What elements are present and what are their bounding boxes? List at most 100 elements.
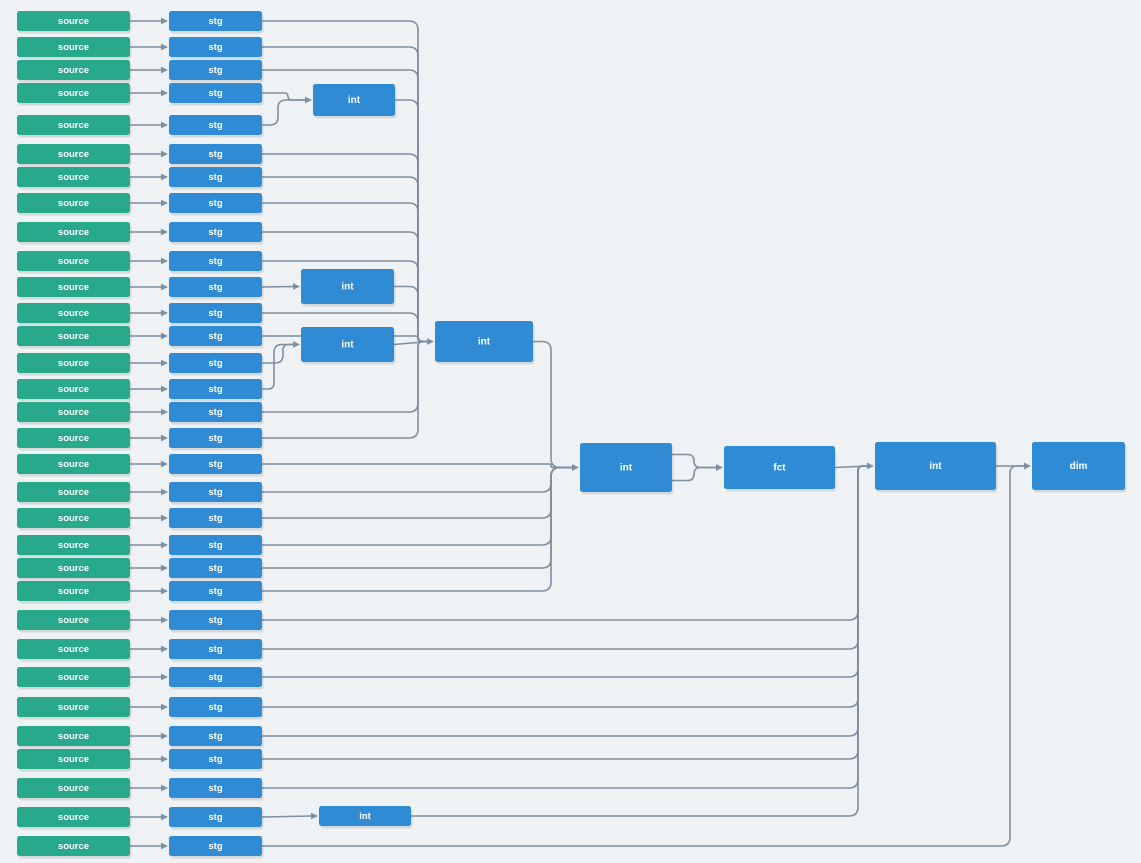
- source-box[interactable]: [17, 454, 130, 474]
- source-box[interactable]: [17, 807, 130, 827]
- stg-box[interactable]: [169, 379, 262, 399]
- int-box[interactable]: [319, 806, 411, 826]
- source-box[interactable]: [17, 428, 130, 448]
- node-stg[interactable]: stg: [169, 251, 264, 274]
- stg-box[interactable]: [169, 697, 262, 717]
- node-source[interactable]: source: [17, 37, 132, 60]
- int-box[interactable]: [301, 269, 394, 304]
- node-int[interactable]: int: [319, 806, 413, 829]
- node-int[interactable]: int: [435, 321, 535, 365]
- node-stg[interactable]: stg: [169, 326, 264, 349]
- stg-box[interactable]: [169, 326, 262, 346]
- stg-box[interactable]: [169, 193, 262, 213]
- node-stg[interactable]: stg: [169, 581, 264, 604]
- stg-box[interactable]: [169, 402, 262, 422]
- node-stg[interactable]: stg: [169, 167, 264, 190]
- source-box[interactable]: [17, 610, 130, 630]
- node-source[interactable]: source: [17, 277, 132, 300]
- node-stg[interactable]: stg: [169, 193, 264, 216]
- stg-box[interactable]: [169, 222, 262, 242]
- node-source[interactable]: source: [17, 251, 132, 274]
- source-box[interactable]: [17, 60, 130, 80]
- stg-box[interactable]: [169, 167, 262, 187]
- node-stg[interactable]: stg: [169, 379, 264, 402]
- source-box[interactable]: [17, 697, 130, 717]
- stg-box[interactable]: [169, 836, 262, 856]
- node-source[interactable]: source: [17, 482, 132, 505]
- node-source[interactable]: source: [17, 353, 132, 376]
- node-source[interactable]: source: [17, 428, 132, 451]
- dim-box[interactable]: [1032, 442, 1125, 490]
- node-int[interactable]: int: [313, 84, 397, 119]
- node-stg[interactable]: stg: [169, 277, 264, 300]
- stg-box[interactable]: [169, 508, 262, 528]
- node-stg[interactable]: stg: [169, 115, 264, 138]
- node-stg[interactable]: stg: [169, 83, 264, 106]
- source-box[interactable]: [17, 379, 130, 399]
- source-box[interactable]: [17, 353, 130, 373]
- node-source[interactable]: source: [17, 11, 132, 34]
- source-box[interactable]: [17, 749, 130, 769]
- stg-box[interactable]: [169, 37, 262, 57]
- stg-box[interactable]: [169, 115, 262, 135]
- int-box[interactable]: [580, 443, 672, 492]
- node-source[interactable]: source: [17, 454, 132, 477]
- source-box[interactable]: [17, 508, 130, 528]
- source-box[interactable]: [17, 11, 130, 31]
- node-source[interactable]: source: [17, 726, 132, 749]
- node-source[interactable]: source: [17, 193, 132, 216]
- node-source[interactable]: source: [17, 83, 132, 106]
- node-source[interactable]: source: [17, 508, 132, 531]
- stg-box[interactable]: [169, 667, 262, 687]
- stg-box[interactable]: [169, 251, 262, 271]
- node-source[interactable]: source: [17, 558, 132, 581]
- source-box[interactable]: [17, 193, 130, 213]
- source-box[interactable]: [17, 535, 130, 555]
- source-box[interactable]: [17, 402, 130, 422]
- node-source[interactable]: source: [17, 749, 132, 772]
- node-source[interactable]: source: [17, 303, 132, 326]
- node-stg[interactable]: stg: [169, 353, 264, 376]
- node-stg[interactable]: stg: [169, 222, 264, 245]
- node-stg[interactable]: stg: [169, 402, 264, 425]
- node-source[interactable]: source: [17, 610, 132, 633]
- source-box[interactable]: [17, 482, 130, 502]
- node-stg[interactable]: stg: [169, 454, 264, 477]
- node-dim[interactable]: dim: [1032, 442, 1127, 493]
- node-stg[interactable]: stg: [169, 482, 264, 505]
- source-box[interactable]: [17, 277, 130, 297]
- node-stg[interactable]: stg: [169, 610, 264, 633]
- source-box[interactable]: [17, 167, 130, 187]
- source-box[interactable]: [17, 581, 130, 601]
- node-source[interactable]: source: [17, 144, 132, 167]
- source-box[interactable]: [17, 303, 130, 323]
- node-source[interactable]: source: [17, 60, 132, 83]
- stg-box[interactable]: [169, 581, 262, 601]
- stg-box[interactable]: [169, 277, 262, 297]
- stg-box[interactable]: [169, 303, 262, 323]
- node-source[interactable]: source: [17, 697, 132, 720]
- source-box[interactable]: [17, 558, 130, 578]
- node-source[interactable]: source: [17, 778, 132, 801]
- stg-box[interactable]: [169, 83, 262, 103]
- source-box[interactable]: [17, 37, 130, 57]
- stg-box[interactable]: [169, 558, 262, 578]
- node-stg[interactable]: stg: [169, 749, 264, 772]
- stg-box[interactable]: [169, 454, 262, 474]
- int-box[interactable]: [435, 321, 533, 362]
- int-box[interactable]: [313, 84, 395, 116]
- source-box[interactable]: [17, 667, 130, 687]
- node-stg[interactable]: stg: [169, 60, 264, 83]
- node-stg[interactable]: stg: [169, 37, 264, 60]
- node-int[interactable]: int: [301, 327, 396, 365]
- node-source[interactable]: source: [17, 807, 132, 830]
- node-stg[interactable]: stg: [169, 558, 264, 581]
- node-stg[interactable]: stg: [169, 836, 264, 859]
- int-box[interactable]: [875, 442, 996, 490]
- node-stg[interactable]: stg: [169, 667, 264, 690]
- source-box[interactable]: [17, 639, 130, 659]
- fct-box[interactable]: [724, 446, 835, 489]
- source-box[interactable]: [17, 222, 130, 242]
- node-fct[interactable]: fct: [724, 446, 837, 492]
